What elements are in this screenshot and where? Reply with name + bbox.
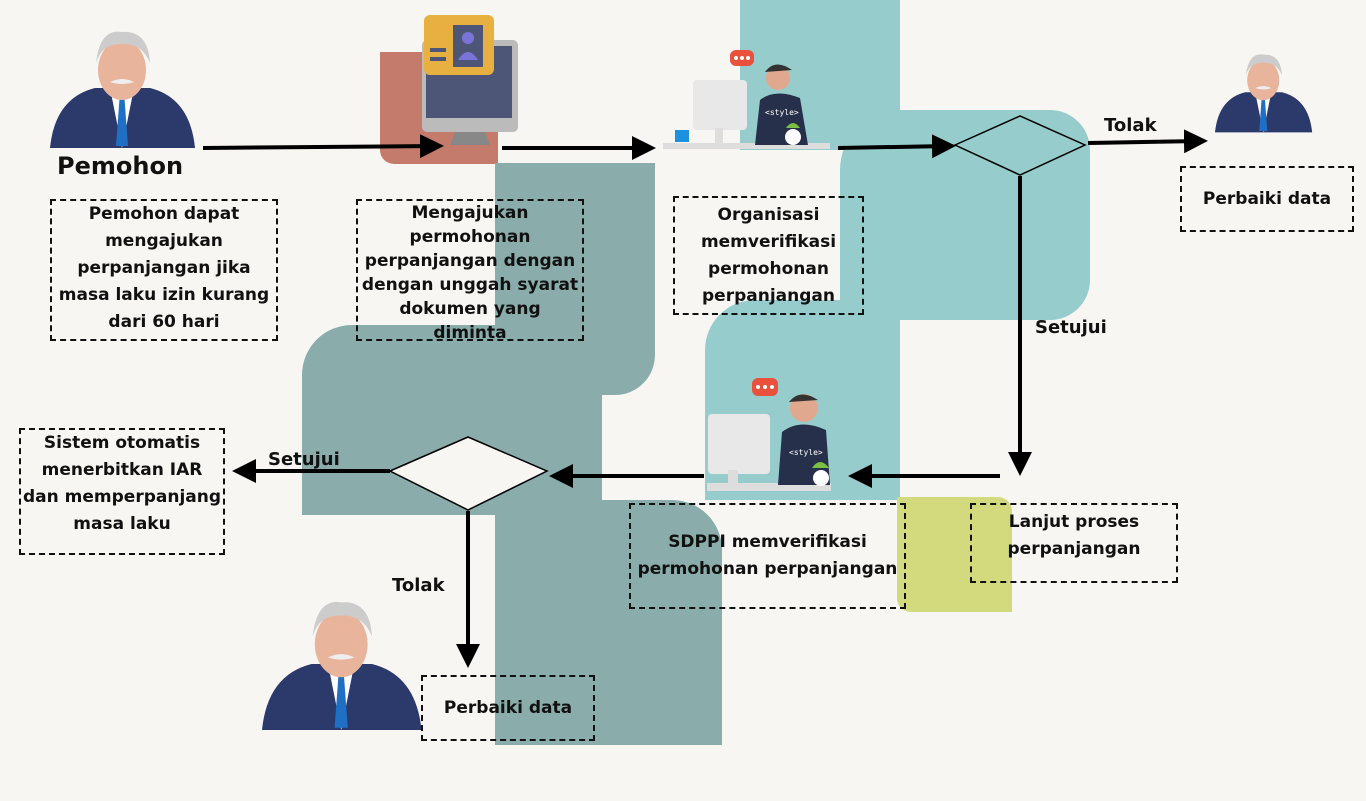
- step-box: Pemohon dapat mengajukan perpanjangan ji…: [50, 199, 278, 341]
- decision-diamond: [953, 115, 1087, 176]
- edge-label-tolak: Tolak: [1104, 115, 1157, 136]
- edge-label-tolak: Tolak: [392, 575, 445, 596]
- arrow: [1087, 129, 1208, 154]
- hoodie-badge-text: <style>: [789, 448, 823, 457]
- step-box: Organisasi memverifikasi permohonan perp…: [673, 196, 864, 315]
- step-box: SDPPI memverifikasi permohonan perpanjan…: [629, 503, 906, 609]
- actor-title: Pemohon: [57, 152, 184, 180]
- developer-at-desk-icon: [663, 50, 830, 149]
- edge-label-setujui: Setujui: [1035, 317, 1107, 338]
- edge-label-setujui: Setujui: [268, 449, 340, 470]
- arrow: [837, 134, 956, 159]
- person-avatar-icon: [1215, 54, 1313, 133]
- bg-lime: [897, 497, 1012, 612]
- decision-diamond: [388, 436, 549, 511]
- step-box: Sistem otomatis menerbitkan IAR dan memp…: [19, 428, 225, 555]
- step-box: Perbaiki data: [421, 675, 595, 741]
- step-box: Lanjut proses perpanjangan: [970, 503, 1178, 583]
- person-avatar-icon: [50, 31, 195, 148]
- computer-id-card-icon: [422, 15, 518, 145]
- arrow: [202, 134, 444, 159]
- step-box: Mengajukan permohonan perpanjangan denga…: [356, 199, 584, 343]
- step-box: Perbaiki data: [1180, 166, 1354, 232]
- person-avatar-icon: [262, 601, 422, 730]
- hoodie-badge-text: <style>: [765, 108, 799, 117]
- bg-teal-dark: [495, 500, 722, 745]
- developer-at-desk-icon: [707, 378, 831, 491]
